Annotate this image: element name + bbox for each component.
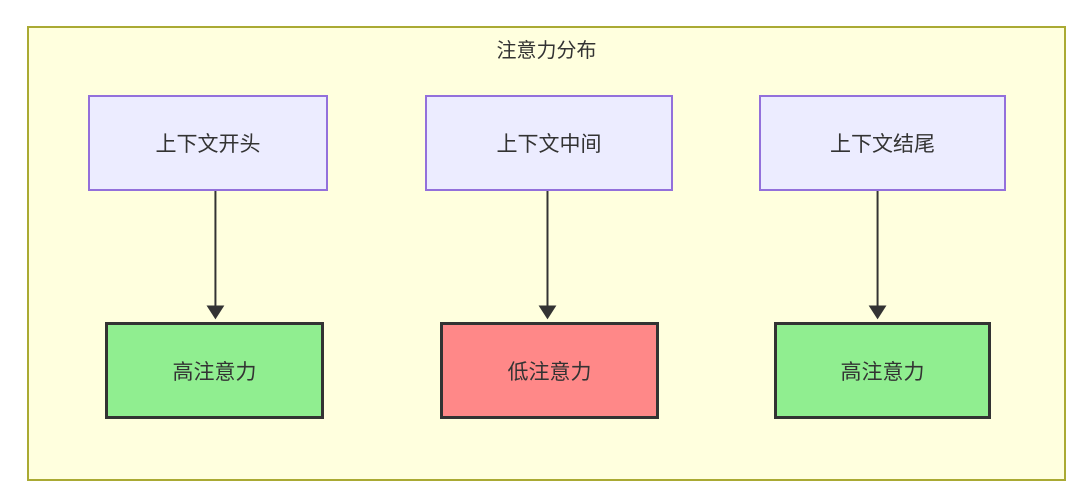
arrowhead-icon bbox=[538, 305, 557, 320]
diagram-title: 注意力分布 bbox=[496, 38, 597, 62]
node-label: 低注意力 bbox=[507, 359, 592, 384]
node-high-attention-start: 高注意力 bbox=[105, 322, 324, 419]
node-label: 高注意力 bbox=[840, 359, 925, 384]
node-label: 高注意力 bbox=[172, 359, 257, 384]
node-context-end: 上下文结尾 bbox=[759, 95, 1006, 191]
node-high-attention-end: 高注意力 bbox=[774, 322, 991, 419]
node-context-start: 上下文开头 bbox=[88, 95, 328, 191]
node-context-middle: 上下文中间 bbox=[425, 95, 673, 191]
arrowhead-icon bbox=[868, 305, 887, 320]
node-low-attention-middle: 低注意力 bbox=[440, 322, 659, 419]
attention-distribution-cluster: 注意力分布 上下文开头 上下文中间 上下文结尾 高注意力 低注意力 高注意力 bbox=[27, 26, 1066, 481]
node-label: 上下文开头 bbox=[155, 132, 261, 156]
arrowhead-icon bbox=[206, 305, 225, 320]
node-label: 上下文结尾 bbox=[830, 132, 935, 156]
node-label: 上下文中间 bbox=[496, 132, 602, 156]
